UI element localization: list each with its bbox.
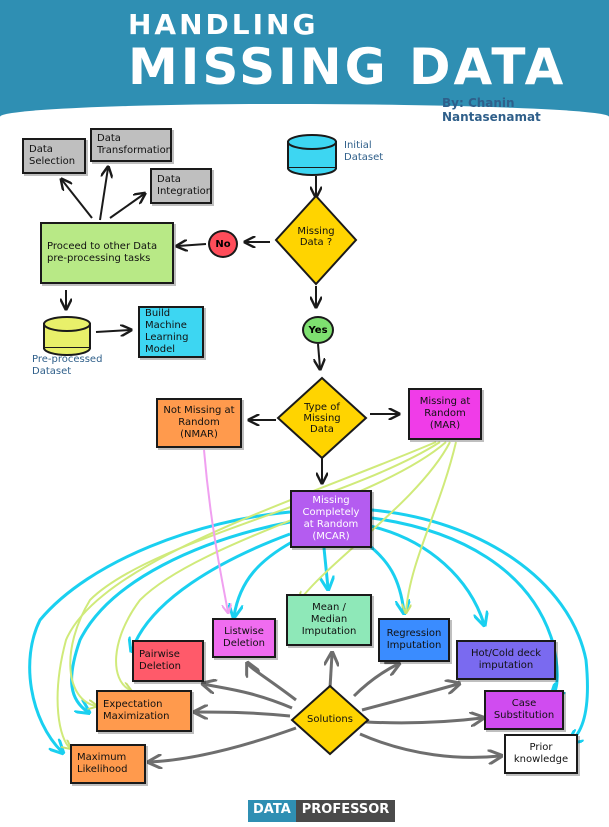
yellow-arrows [56,441,457,748]
nmar-text: Not Missing at Random (NMAR) [163,405,235,440]
mcar-text: Missing Completely at Random (MCAR) [302,495,360,542]
header-wave [0,104,609,118]
footer-brand-part2: PROFESSOR [295,800,396,822]
expectation-maximization-box: Expectation Maximization [96,690,192,732]
initial-dataset-icon [287,134,337,176]
case-substitution-box: Case Substitution [484,690,564,730]
type-missing-diamond [276,376,368,460]
data-integration-box: Data Integration [150,168,212,204]
mcar-box: Missing Completely at Random (MCAR) [290,490,372,548]
author-byline: By: Chanin Nantasenamat [442,96,541,124]
prior-knowledge-box: Prior knowledge [504,734,578,774]
mar-box: Missing at Random (MAR) [408,388,482,440]
maximum-likelihood-text: Maximum Likelihood [77,752,128,775]
title-line2: MISSING DATA [128,38,567,96]
data-transformation-text: Data Transformation [97,133,173,156]
solutions-diamond [290,684,370,756]
mean-median-box: Mean / Median Imputation [286,594,372,646]
build-ml-model-text: Build Machine Learning Model [145,308,189,355]
build-ml-model-box: Build Machine Learning Model [138,306,204,358]
pink-arrows [203,449,228,612]
gray-arrows [150,654,500,762]
data-selection-text: Data Selection [29,144,76,167]
pairwise-deletion-text: Pairwise Deletion [139,649,181,672]
mean-median-text: Mean / Median Imputation [301,602,357,637]
prior-knowledge-text: Prior knowledge [513,742,569,765]
proceed-text: Proceed to other Data pre-processing tas… [47,241,158,264]
black-arrows [62,168,398,482]
data-transformation-box: Data Transformation [90,128,172,162]
preprocessed-dataset-icon [43,316,91,356]
hotcold-deck-box: Hot/Cold deck imputation [456,640,556,680]
data-integration-text: Data Integration [157,174,213,197]
no-circle: No [208,230,238,258]
regression-imputation-text: Regression Imputation [386,628,442,651]
missing-data-diamond [274,194,358,286]
mar-text: Missing at Random (MAR) [419,396,471,431]
listwise-deletion-box: Listwise Deletion [212,618,276,658]
title-line1: HANDLING [128,8,319,41]
listwise-deletion-text: Listwise Deletion [223,626,265,649]
pairwise-deletion-box: Pairwise Deletion [132,640,204,682]
missing-data-label: Missing Data ? [297,226,335,248]
footer-brand-part1: DATA [248,800,296,822]
regression-imputation-box: Regression Imputation [378,618,450,662]
proceed-box: Proceed to other Data pre-processing tas… [40,222,174,284]
preprocessed-dataset-label: Pre-processed Dataset [32,354,103,377]
solutions-label: Solutions [307,714,353,725]
type-missing-label: Type of Missing Data [303,402,341,435]
footer-brand: DATA PROFESSOR [248,800,396,822]
no-text: No [215,238,231,250]
yes-circle: Yes [302,316,334,344]
initial-dataset-label: Initial Dataset [344,140,384,163]
case-substitution-text: Case Substitution [493,698,555,721]
maximum-likelihood-box: Maximum Likelihood [70,744,146,784]
data-selection-box: Data Selection [22,138,86,174]
yes-text: Yes [308,324,328,336]
nmar-box: Not Missing at Random (NMAR) [156,398,242,448]
header-banner: HANDLING MISSING DATA [0,0,609,118]
expectation-maximization-text: Expectation Maximization [103,699,170,722]
hotcold-deck-text: Hot/Cold deck imputation [470,648,542,671]
